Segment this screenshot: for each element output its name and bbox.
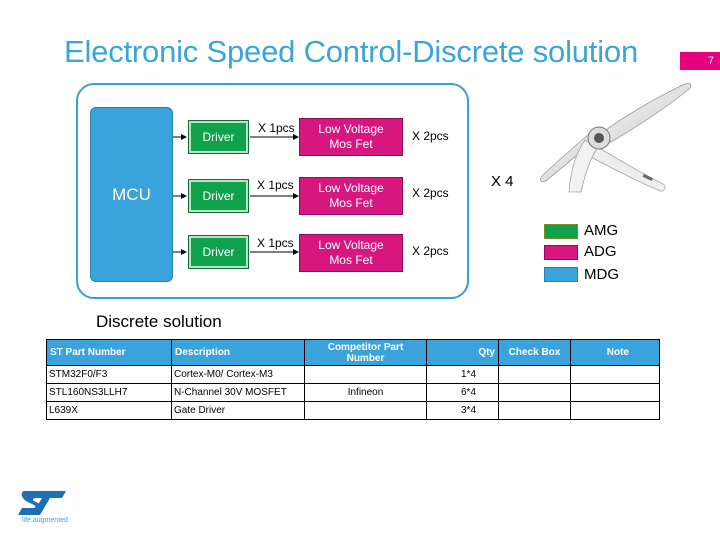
legend-label-adg: ADG [584,243,617,260]
mosfet-qty-1: X 2pcs [412,129,449,143]
cell-note [570,383,660,402]
cell-part-number: L639X [46,401,172,420]
cell-qty: 1*4 [426,365,499,384]
cell-part-number: STM32F0/F3 [46,365,172,384]
column-header-competitor-part-number: Competitor Part Number [304,339,427,366]
cell-competitor [304,401,427,420]
table-row: STL160NS3LLH7 N-Channel 30V MOSFET Infin… [46,383,660,402]
propeller-image [540,83,692,193]
driver-block-1: Driver [188,120,249,154]
legend-swatch-amg [544,224,578,239]
mosfet-label-line1: Low Voltage [318,181,384,195]
table-header-row: ST Part Number Description Competitor Pa… [46,339,660,366]
st-logo-icon [18,491,66,515]
mosfet-label-line2: Mos Fet [329,253,373,267]
mosfet-label-line2: Mos Fet [329,137,373,151]
column-header-qty: Qty [426,339,499,366]
table-row: STM32F0/F3 Cortex-M0/ Cortex-M3 1*4 [46,365,660,384]
driver-block-3: Driver [188,235,249,269]
cell-note [570,365,660,384]
mosfet-label-line1: Low Voltage [318,122,384,136]
column-header-description: Description [171,339,305,366]
column-header-check-box: Check Box [498,339,571,366]
cell-competitor [304,365,427,384]
cell-part-number: STL160NS3LLH7 [46,383,172,402]
mosfet-label-line1: Low Voltage [318,238,384,252]
cell-note [570,401,660,420]
multiplier-label: X 4 [491,173,514,190]
brand-tagline: life.augmented [22,517,68,524]
cell-check-box [498,365,571,384]
table-row: L639X Gate Driver 3*4 [46,401,660,420]
mosfet-label-line2: Mos Fet [329,196,373,210]
cell-description: Gate Driver [171,401,305,420]
column-header-note: Note [570,339,660,366]
legend-swatch-mdg [544,267,578,282]
slide-title: Electronic Speed Control-Discrete soluti… [64,34,638,69]
cell-competitor: Infineon [304,383,427,402]
mcu-block: MCU [90,107,173,282]
parts-table: ST Part Number Description Competitor Pa… [46,339,660,420]
driver-block-2: Driver [188,179,249,213]
driver-qty-1: X 1pcs [258,121,295,135]
cell-description: Cortex-M0/ Cortex-M3 [171,365,305,384]
cell-description: N-Channel 30V MOSFET [171,383,305,402]
legend-label-mdg: MDG [584,266,619,283]
diagram-caption: Discrete solution [96,312,222,331]
mosfet-qty-3: X 2pcs [412,244,449,258]
mosfet-qty-2: X 2pcs [412,186,449,200]
column-header-st-part-number: ST Part Number [46,339,172,366]
legend-label-amg: AMG [584,222,619,239]
driver-qty-2: X 1pcs [257,178,294,192]
cell-qty: 6*4 [426,383,499,402]
driver-qty-3: X 1pcs [257,236,294,250]
cell-check-box [498,383,571,402]
legend-swatch-adg [544,245,578,260]
cell-qty: 3*4 [426,401,499,420]
cell-check-box [498,401,571,420]
page-number-badge: 7 [680,52,720,70]
diagram-frame [76,83,469,299]
